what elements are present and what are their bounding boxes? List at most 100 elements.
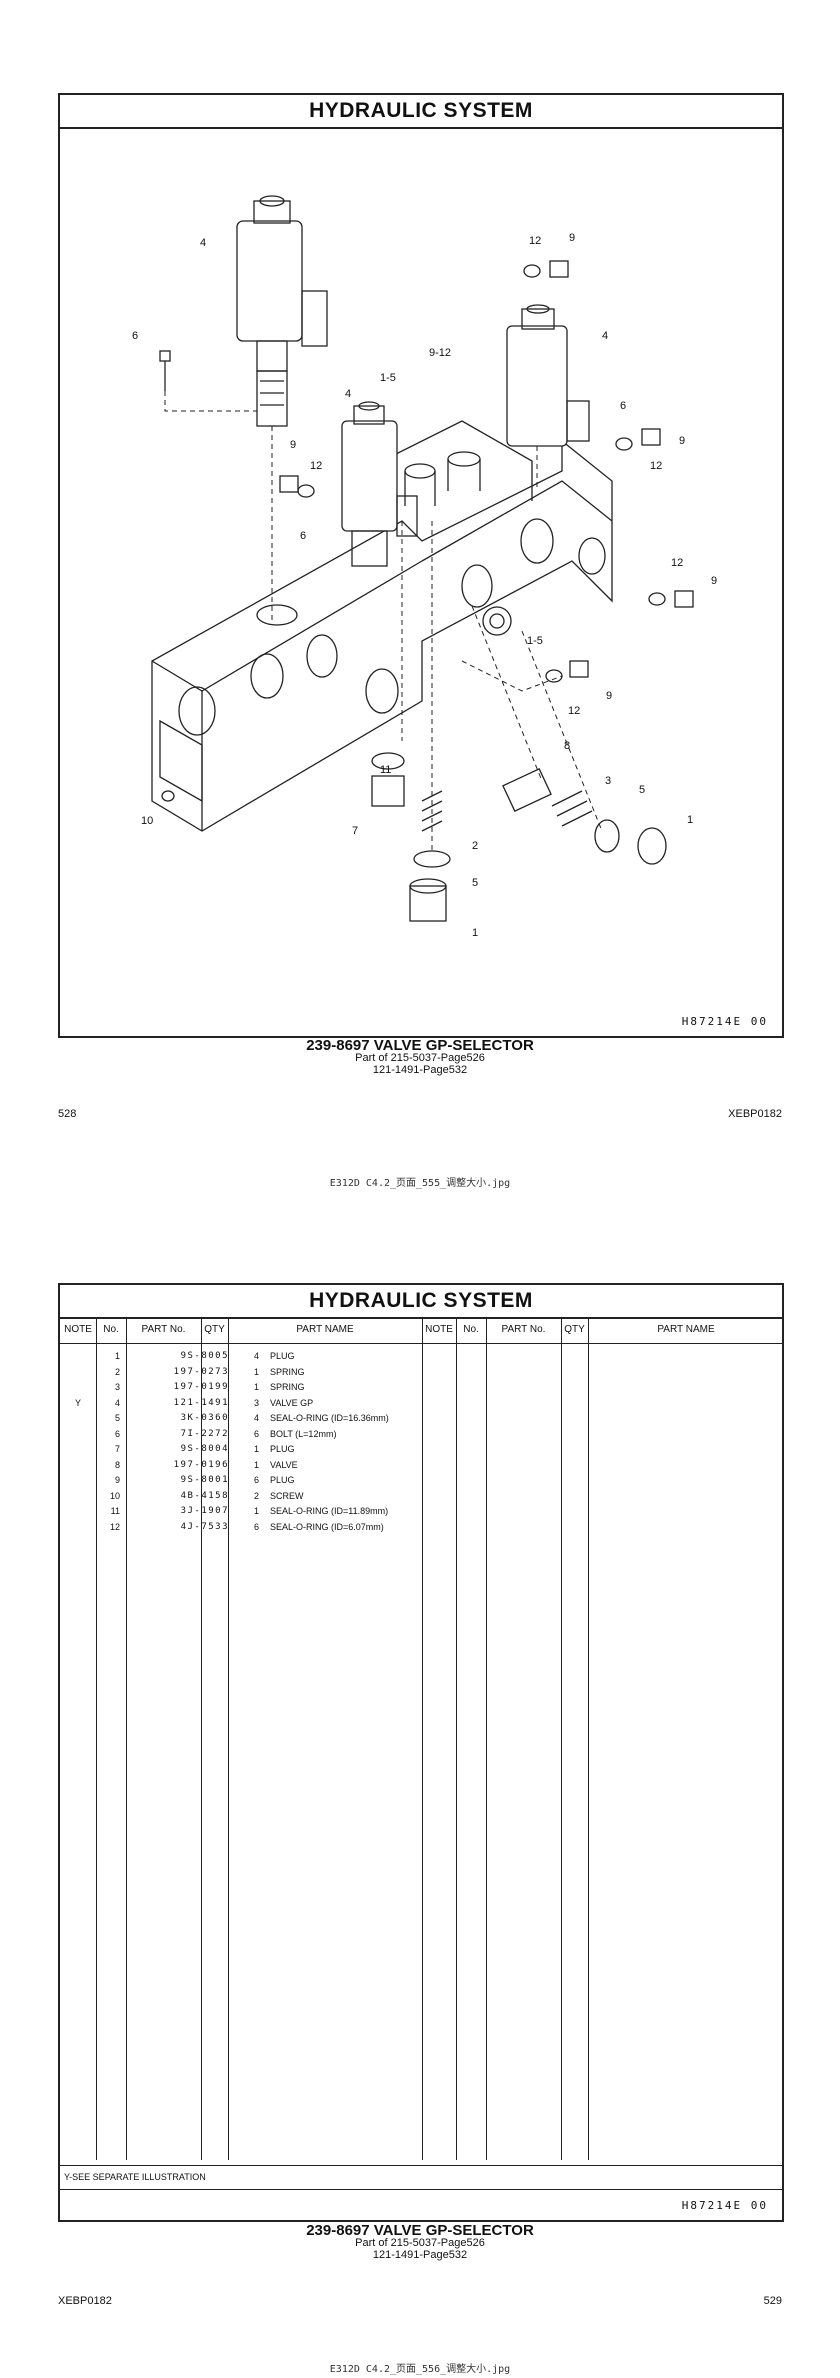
- row-item-number: 12: [109, 1521, 120, 1532]
- row-part-number: 197-0273: [173, 1366, 229, 1377]
- callout-10: 10: [141, 815, 153, 827]
- page-code-left: XEBP0182: [58, 2295, 112, 2307]
- row-note: Y: [74, 1397, 81, 1408]
- row-item-number: 8: [114, 1459, 120, 1470]
- row-part-name: SPRING: [270, 1366, 305, 1377]
- col-part-no: PART No.: [141, 1324, 186, 1335]
- row-part-number: 197-0196: [173, 1459, 229, 1470]
- callout-7: 7: [352, 825, 358, 837]
- page-number-right: 529: [763, 2295, 782, 2307]
- callout-12: 12: [529, 235, 541, 247]
- row-part-number: 9S-8005: [180, 1351, 229, 1361]
- row-quantity: 6: [253, 1428, 259, 1439]
- table-row: 1 9S-8005 4 PLUG: [60, 1349, 422, 1364]
- row-quantity: 2: [253, 1490, 259, 1501]
- callout-12: 12: [568, 705, 580, 717]
- row-part-number: 3J-1907: [180, 1506, 229, 1516]
- callout-4: 4: [602, 330, 608, 342]
- callout-12: 12: [671, 557, 683, 569]
- col-qty: QTY: [204, 1324, 225, 1335]
- row-part-name: SCREW: [270, 1490, 304, 1501]
- page-code-right: XEBP0182: [728, 1108, 782, 1120]
- caption-ref2: 121-1491-Page532: [372, 1064, 468, 1076]
- col-no-2: No.: [463, 1324, 479, 1335]
- page-number-left: 528: [58, 1108, 77, 1120]
- drawing-code: H87214E 00: [681, 1015, 768, 1028]
- row-part-number: 121-1491: [173, 1397, 229, 1408]
- illustration-frame: HYDRAULIC SYSTEM: [58, 93, 784, 1038]
- callout-9: 9: [679, 435, 685, 447]
- row-quantity: 3: [253, 1397, 259, 1408]
- row-part-number: 197-0199: [173, 1382, 229, 1392]
- row-part-name: PLUG: [270, 1444, 295, 1454]
- table-row: Y 4 121-1491 3 VALVE GP: [60, 1396, 422, 1411]
- exploded-parts-diagram: 4 6 12 9 9-12 1-5 4 4 6 9 12 9 12 6 12 9…: [132, 195, 717, 939]
- row-part-number: 3K-0360: [180, 1413, 229, 1423]
- row-quantity: 4: [253, 1413, 259, 1423]
- caption: 239-8697 VALVE GP-SELECTOR Part of 215-5…: [0, 2222, 840, 2261]
- row-item-number: 9: [114, 1475, 120, 1485]
- row-item-number: 5: [114, 1413, 120, 1423]
- row-part-name: SPRING: [270, 1382, 305, 1392]
- callout-4: 4: [345, 388, 351, 400]
- page-title: HYDRAULIC SYSTEM: [60, 95, 782, 129]
- footer-divider-2: [60, 2189, 782, 2190]
- caption-title: 239-8697 VALVE GP-SELECTOR: [306, 2222, 534, 2239]
- row-item-number: 6: [114, 1428, 120, 1439]
- callout-6: 6: [300, 530, 306, 542]
- row-quantity: 6: [253, 1521, 259, 1532]
- image-filename: E312D C4.2_页面_556_调整大小.jpg: [329, 2364, 511, 2375]
- row-quantity: 1: [253, 1382, 259, 1392]
- row-part-name: PLUG: [270, 1475, 295, 1485]
- row-item-number: 1: [114, 1351, 120, 1361]
- callout-4: 4: [200, 237, 206, 249]
- row-part-number: 4J-7533: [180, 1521, 229, 1532]
- row-item-number: 2: [114, 1366, 120, 1377]
- callout-12: 12: [310, 460, 322, 472]
- callout-9: 9: [606, 690, 612, 702]
- callout-12: 12: [650, 460, 662, 472]
- table-row: 8 197-0196 1 VALVE: [60, 1458, 422, 1473]
- row-quantity: 1: [253, 1459, 259, 1470]
- callout-1-5: 1-5: [527, 635, 543, 647]
- col-qty-2: QTY: [564, 1324, 585, 1335]
- callout-3: 3: [605, 775, 611, 787]
- row-item-number: 7: [114, 1444, 120, 1454]
- callout-6: 6: [620, 400, 626, 412]
- callout-9: 9: [290, 439, 296, 451]
- image-filename: E312D C4.2_页面_555_调整大小.jpg: [329, 1178, 511, 1189]
- callout-11: 11: [380, 764, 391, 776]
- parts-table-frame: HYDRAULIC SYSTEM NOTE No. PART No. QTY P…: [58, 1283, 784, 2222]
- row-part-name: PLUG: [270, 1351, 295, 1361]
- row-part-name: BOLT (L=12mm): [270, 1428, 337, 1439]
- row-part-name: SEAL-O-RING (ID=16.36mm): [270, 1413, 389, 1423]
- callout-9-12: 9-12: [429, 347, 451, 359]
- callout-2: 2: [472, 840, 478, 852]
- footer-divider: [60, 2165, 782, 2166]
- footnote: Y-SEE SEPARATE ILLUSTRATION: [64, 2172, 206, 2182]
- row-part-name: VALVE: [270, 1459, 298, 1470]
- col-part-no-2: PART No.: [501, 1324, 546, 1335]
- callout-9: 9: [711, 575, 717, 587]
- row-part-name: VALVE GP: [270, 1397, 314, 1408]
- row-quantity: 6: [253, 1475, 259, 1485]
- col-no: No.: [103, 1324, 119, 1335]
- table-row: 5 3K-0360 4 SEAL-O-RING (ID=16.36mm): [60, 1411, 422, 1426]
- row-quantity: 1: [253, 1444, 259, 1454]
- caption-ref2: 121-1491-Page532: [372, 2249, 468, 2261]
- table-header-row: [60, 1317, 782, 1344]
- row-quantity: 1: [253, 1366, 259, 1377]
- callout-1: 1: [472, 927, 478, 939]
- callout-9: 9: [569, 232, 575, 244]
- row-item-number: 4: [114, 1397, 120, 1408]
- drawing-code: H87214E 00: [681, 2199, 768, 2212]
- row-quantity: 4: [253, 1351, 259, 1361]
- callout-5: 5: [639, 784, 645, 796]
